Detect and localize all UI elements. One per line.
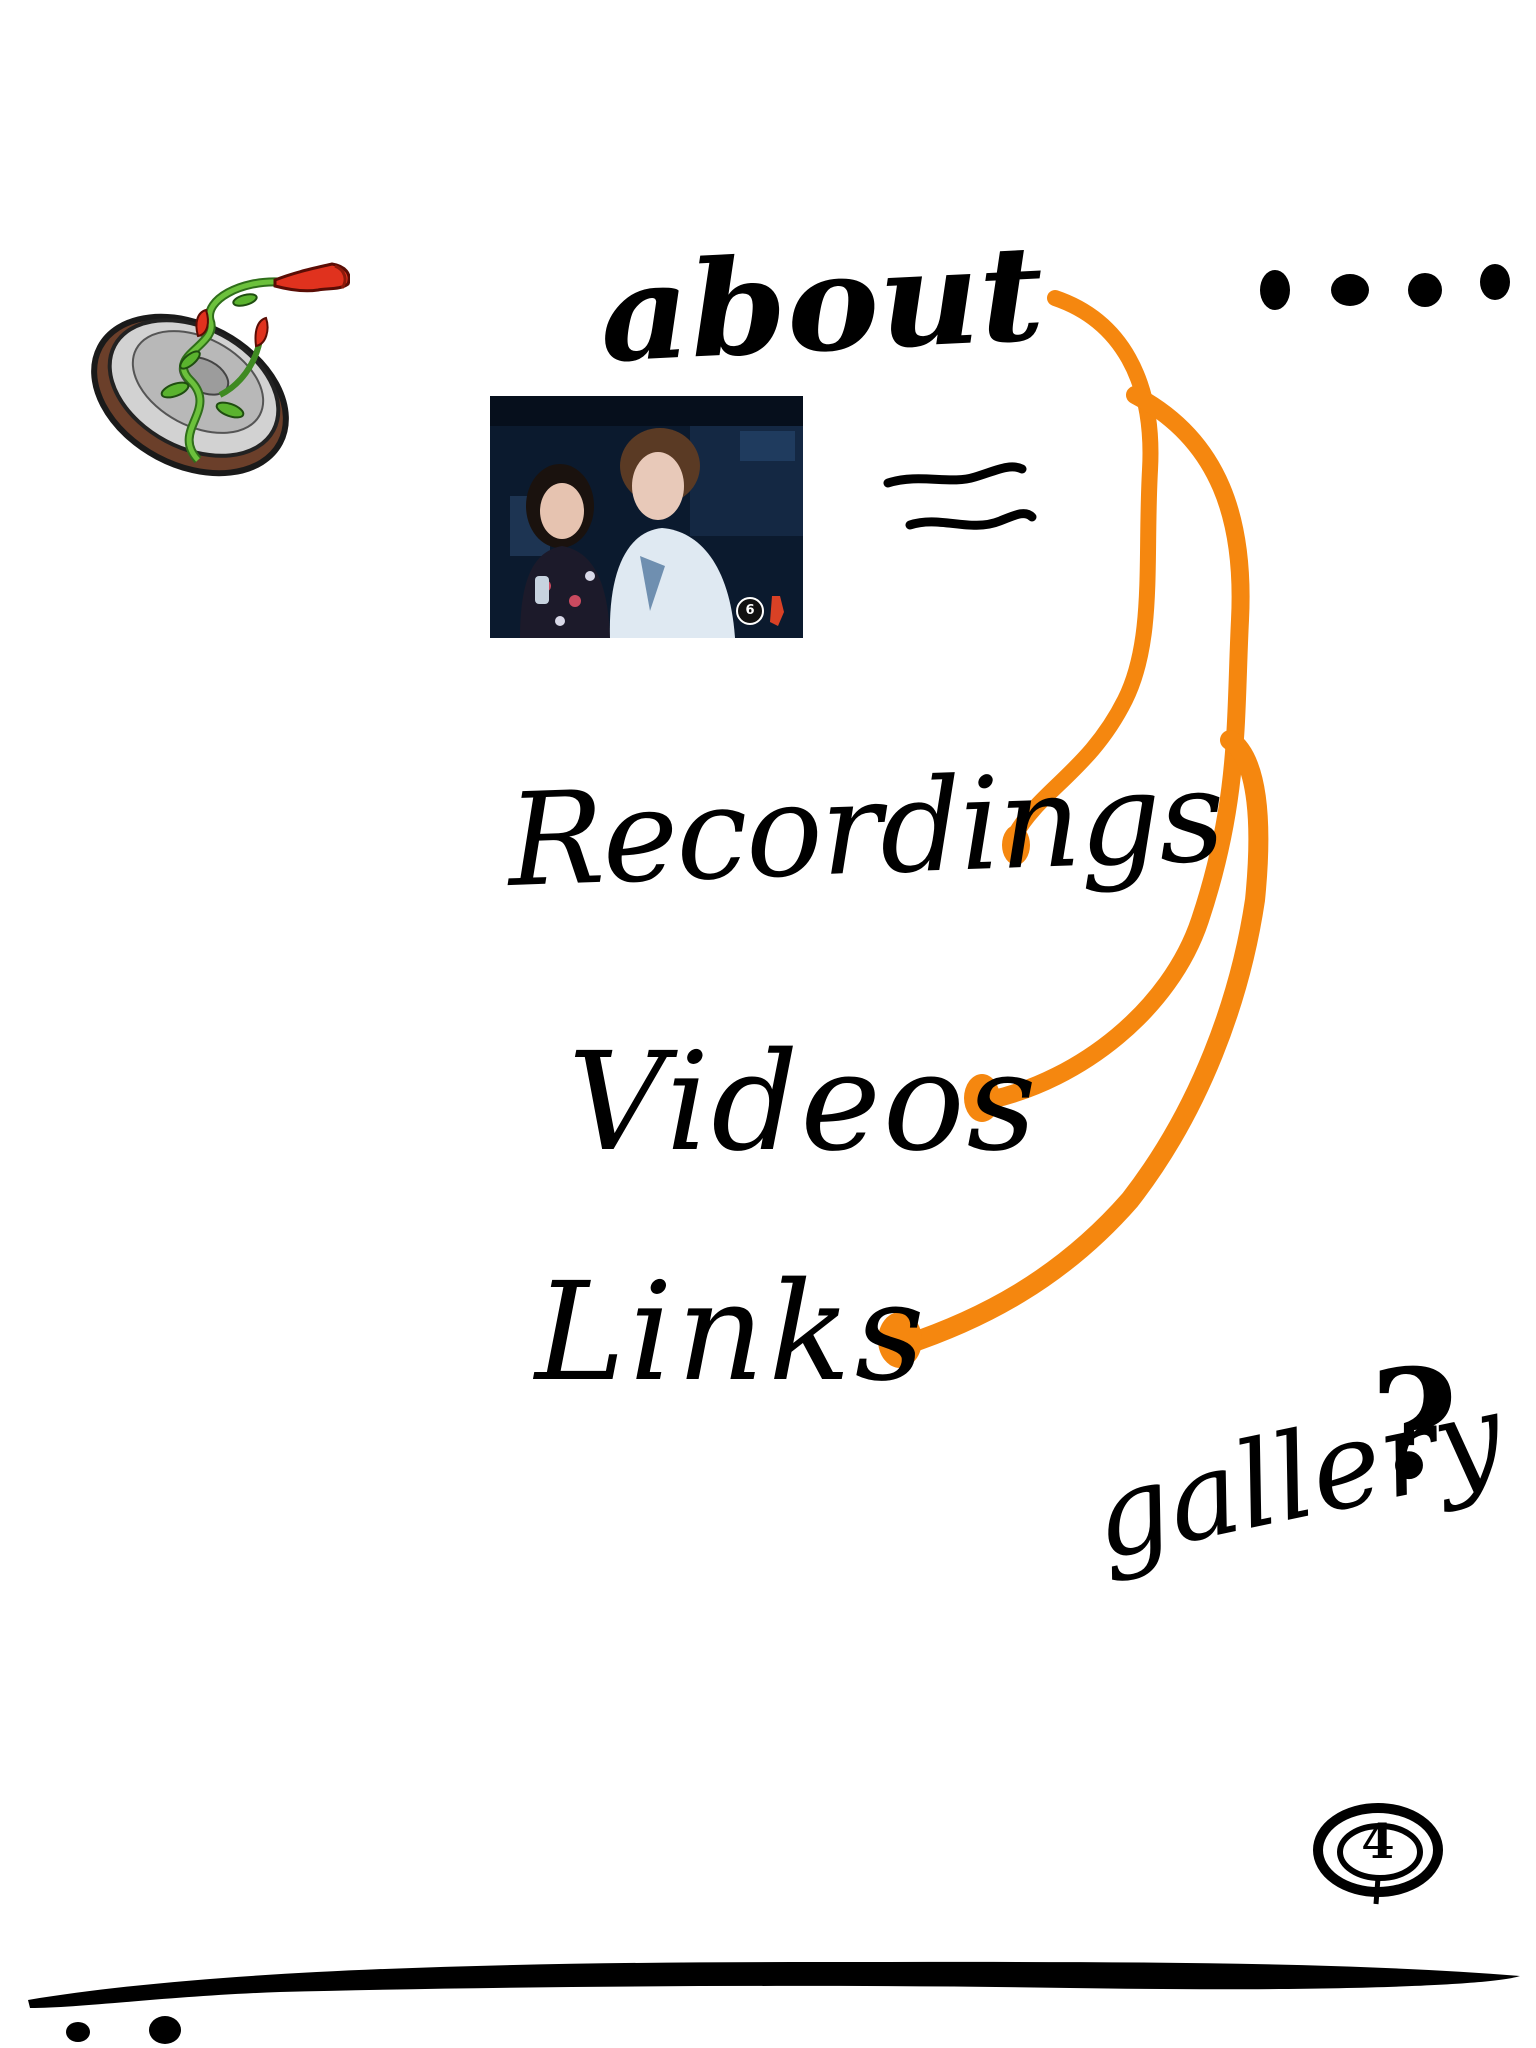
nav-link-videos[interactable]: Videos [568,1024,1039,1182]
approx-symbol [880,455,1040,545]
photo-people-illustration [490,396,803,638]
circle-icon [1313,1803,1443,1905]
photo-badge: 6 [745,603,755,618]
nav-link-recordings[interactable]: Recordings [505,742,1226,916]
gallery-question-mark: ? [1370,1337,1458,1513]
brush-stroke-divider [28,1961,1520,2044]
page-number: 4 [1361,1814,1395,1870]
nav-link-links[interactable]: Links [535,1254,929,1412]
page-number-circle [1310,1800,1446,1908]
speaker-logo[interactable] [70,260,350,480]
about-heading[interactable]: about [595,215,1048,393]
approx-equals-icon [883,462,1037,530]
about-photo: 6 [490,396,803,638]
more-menu[interactable] [1255,250,1525,320]
speaker-with-flower-logo-icon [91,262,350,477]
footer-stroke [20,1940,1536,2048]
ellipsis-dots-icon [1260,264,1510,310]
